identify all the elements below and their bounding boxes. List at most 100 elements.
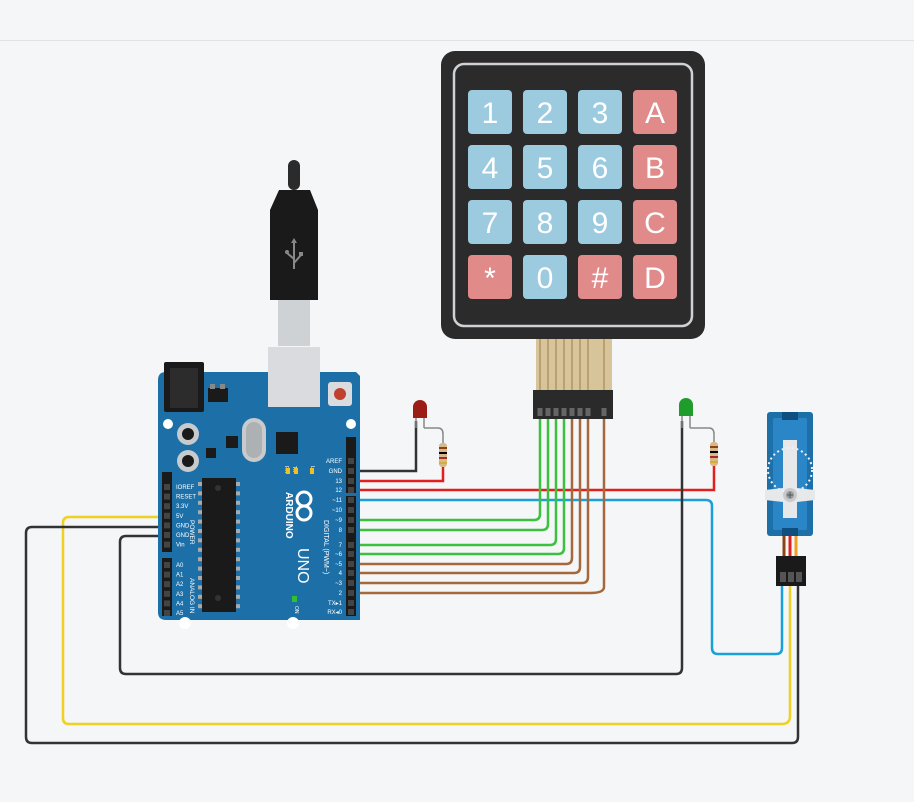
key-label: 6 bbox=[592, 152, 609, 185]
chip-pin bbox=[198, 529, 202, 533]
power-pin[interactable] bbox=[164, 493, 170, 500]
connector-pin[interactable] bbox=[601, 408, 607, 416]
power-pin[interactable] bbox=[164, 503, 170, 510]
power-pin[interactable] bbox=[164, 512, 170, 519]
digital-pin[interactable] bbox=[348, 527, 354, 533]
power-pin[interactable] bbox=[164, 532, 170, 538]
chip-pin bbox=[198, 482, 202, 486]
power-pin-label: Vin bbox=[176, 543, 185, 549]
analog-pin[interactable] bbox=[164, 610, 170, 616]
key-hash[interactable]: # bbox=[578, 255, 622, 299]
wire-pin13-resistor[interactable] bbox=[356, 465, 445, 483]
digital-pin[interactable] bbox=[348, 487, 354, 493]
keypad-wires bbox=[356, 418, 606, 595]
key-cap bbox=[633, 145, 677, 189]
key-9[interactable]: 9 bbox=[578, 200, 622, 244]
key-cap bbox=[468, 255, 512, 299]
wire-gnd-servo[interactable] bbox=[24, 525, 800, 745]
digital-pin[interactable] bbox=[348, 590, 354, 596]
chip-pin bbox=[198, 500, 202, 505]
key-6[interactable]: 6 bbox=[578, 145, 622, 189]
servo-horn[interactable] bbox=[765, 440, 815, 518]
digital-pin-label: ~3 bbox=[335, 581, 343, 587]
red-led[interactable] bbox=[413, 400, 444, 445]
connector-pin[interactable] bbox=[585, 408, 591, 416]
key-a[interactable]: A bbox=[633, 90, 677, 134]
analog-pin[interactable] bbox=[164, 581, 170, 588]
analog-pin[interactable] bbox=[164, 562, 170, 568]
connector-pin[interactable] bbox=[569, 408, 575, 416]
digital-pin[interactable] bbox=[348, 609, 354, 615]
key-cap bbox=[523, 145, 567, 189]
wire-gnd-green-led[interactable] bbox=[118, 421, 684, 676]
key-4[interactable]: 4 bbox=[468, 145, 512, 189]
power-header-label: POWER bbox=[188, 520, 195, 545]
key-label: * bbox=[484, 262, 496, 295]
power-pin[interactable] bbox=[164, 522, 170, 529]
digital-pin[interactable] bbox=[348, 600, 354, 606]
wire-gnd-red-led[interactable] bbox=[356, 421, 418, 473]
key-b[interactable]: B bbox=[633, 145, 677, 189]
analog-pin[interactable] bbox=[164, 571, 170, 578]
key-7[interactable]: 7 bbox=[468, 200, 512, 244]
power-pin[interactable] bbox=[164, 541, 170, 548]
digital-pin[interactable] bbox=[348, 507, 354, 513]
key-5[interactable]: 5 bbox=[523, 145, 567, 189]
digital-pin-label: TX▸1 bbox=[328, 601, 343, 607]
wire-5v-servo[interactable] bbox=[61, 515, 792, 726]
red-resistor[interactable] bbox=[439, 443, 447, 467]
connector-pin[interactable] bbox=[537, 408, 543, 416]
key-label: 4 bbox=[482, 152, 499, 185]
digital-pin[interactable] bbox=[348, 551, 354, 557]
keypad-ribbon bbox=[536, 339, 612, 395]
chip-pin bbox=[236, 491, 240, 496]
analog-pin[interactable] bbox=[164, 590, 170, 597]
analog-pin-label: A4 bbox=[176, 601, 184, 607]
key-star[interactable]: * bbox=[468, 255, 512, 299]
digital-pin[interactable] bbox=[348, 580, 354, 586]
connector-pin[interactable] bbox=[545, 408, 551, 416]
key-1[interactable]: 1 bbox=[468, 90, 512, 134]
chip-pin bbox=[198, 576, 202, 580]
digital-pin-label: GND bbox=[329, 469, 343, 475]
digital-pin[interactable] bbox=[348, 468, 354, 474]
key-c[interactable]: C bbox=[633, 200, 677, 244]
digital-pin-label: 12 bbox=[335, 488, 342, 494]
power-pin[interactable] bbox=[164, 484, 170, 490]
chip-pin bbox=[236, 566, 240, 571]
key-8[interactable]: 8 bbox=[523, 200, 567, 244]
digital-pin-label: 7 bbox=[339, 543, 343, 549]
digital-pin[interactable] bbox=[348, 517, 354, 523]
power-pin-label: 5V bbox=[176, 514, 183, 520]
key-cap bbox=[468, 90, 512, 134]
wire-pin12-resistor[interactable] bbox=[356, 466, 716, 492]
analog-pin[interactable] bbox=[164, 600, 170, 607]
key-2[interactable]: 2 bbox=[523, 90, 567, 134]
connector-pin[interactable] bbox=[577, 408, 583, 416]
wire-pin11-servo[interactable] bbox=[356, 498, 784, 656]
digital-pin[interactable] bbox=[348, 542, 354, 548]
key-3[interactable]: 3 bbox=[578, 90, 622, 134]
green-led[interactable] bbox=[679, 398, 715, 443]
chip-pin bbox=[236, 519, 240, 524]
key-label: 5 bbox=[537, 152, 554, 185]
connector-pin[interactable] bbox=[553, 408, 559, 416]
digital-pin-label: ~10 bbox=[332, 508, 343, 514]
keypad-border bbox=[452, 62, 694, 328]
digital-pin[interactable] bbox=[348, 561, 354, 567]
key-cap bbox=[633, 200, 677, 244]
connector-pin[interactable] bbox=[561, 408, 567, 416]
key-d[interactable]: D bbox=[633, 255, 677, 299]
chip-pin bbox=[198, 538, 202, 543]
servo-motor[interactable] bbox=[765, 412, 815, 586]
digital-pin[interactable] bbox=[348, 570, 354, 576]
digital-pin[interactable] bbox=[348, 497, 354, 503]
key-0[interactable]: 0 bbox=[523, 255, 567, 299]
green-resistor[interactable] bbox=[710, 442, 718, 466]
digital-pin[interactable] bbox=[348, 458, 354, 464]
digital-pin[interactable] bbox=[348, 478, 354, 484]
key-cap bbox=[578, 200, 622, 244]
